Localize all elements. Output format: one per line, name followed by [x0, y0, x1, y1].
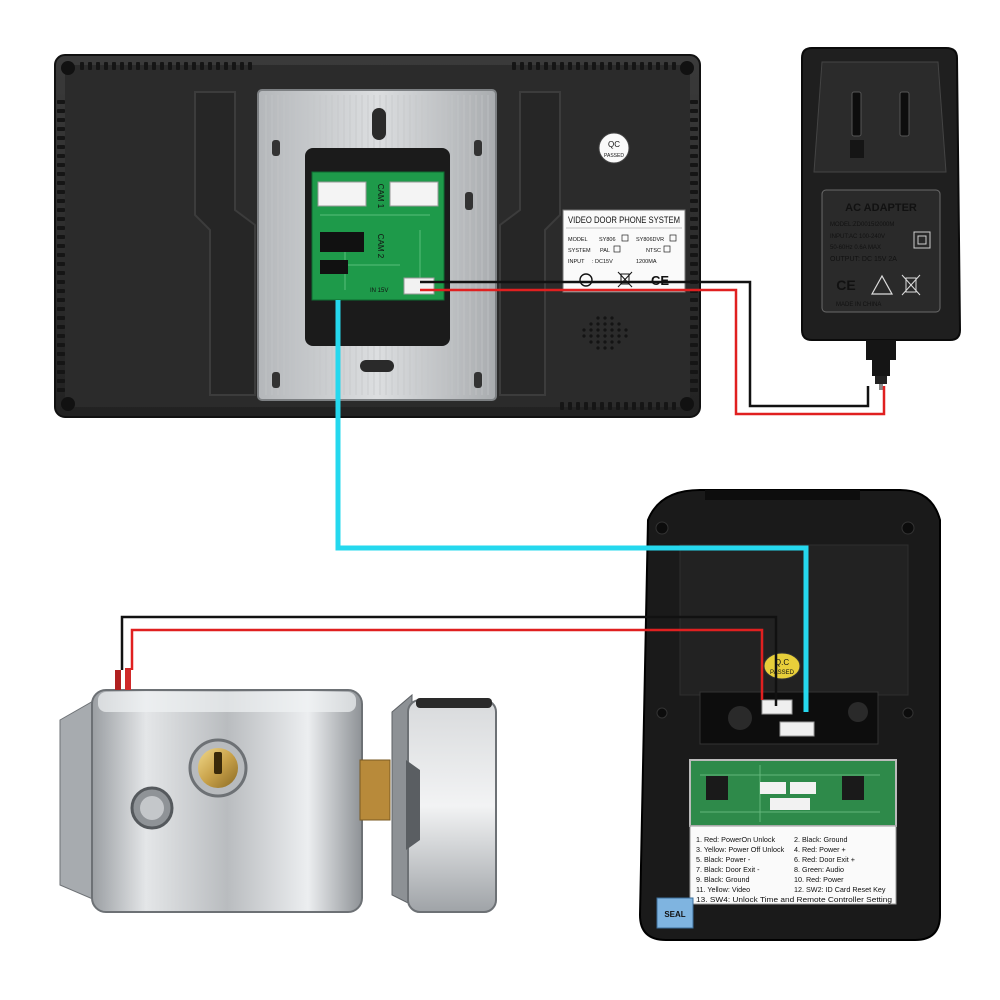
vent-slots-left [57, 100, 65, 392]
video-wire [335, 300, 809, 712]
svg-text:INPUT:AC 100-240V: INPUT:AC 100-240V [830, 234, 885, 240]
plug-prong-left [851, 91, 862, 137]
legend-item: 4. Red: Power + [794, 845, 846, 854]
vent-slots-right [690, 100, 698, 392]
legend-item: 10. Red: Power [794, 875, 844, 884]
ac-adapter: AC ADAPTER MODEL:ZD0015I2000M INPUT:AC 1… [801, 47, 962, 390]
svg-text:: DC15V: : DC15V [592, 259, 613, 265]
wiring-legend: 1. Red: PowerOn Unlock 2. Black: Ground … [689, 825, 897, 905]
svg-text:MODEL:ZD0015I2000M: MODEL:ZD0015I2000M [830, 222, 894, 228]
legend-item: 1. Red: PowerOn Unlock [696, 835, 776, 844]
svg-text:SY806DVR: SY806DVR [636, 237, 664, 243]
wires [120, 280, 886, 712]
outdoor-camera-unit: Q.C PASSED 1. Red: PowerOn Unlock 2. Bla… [638, 489, 941, 941]
legend-item: 13. SW4: Unlock Time and Remote Controll… [696, 895, 892, 904]
lock-wire-red [130, 628, 764, 700]
svg-text:AC ADAPTER: AC ADAPTER [845, 202, 917, 214]
cam1-label: CAM 1 [376, 184, 385, 209]
svg-text:NTSC: NTSC [646, 248, 661, 254]
svg-text:MADE IN CHINA: MADE IN CHINA [836, 302, 881, 308]
svg-text:1200MA: 1200MA [636, 259, 657, 265]
legend-item: 5. Black: Power - [696, 855, 751, 864]
svg-text:SY806: SY806 [599, 237, 616, 243]
legend-item: 9. Black: Ground [696, 875, 750, 884]
legend-item: 7. Black: Door Exit - [696, 865, 760, 874]
adapter-warning-icon [870, 274, 894, 295]
adapter-ce-mark: CE [836, 277, 855, 293]
legend-item: 2. Black: Ground [794, 835, 848, 844]
plug-prong-right [899, 91, 910, 137]
svg-text:OUTPUT: DC 15V 2A: OUTPUT: DC 15V 2A [830, 256, 897, 263]
svg-text:SEAL: SEAL [664, 910, 685, 919]
lock-wire-black [120, 615, 778, 706]
monitor-ce-mark: CE [651, 273, 669, 288]
monitor-pcb: CAM 1 CAM 2 IN 15V [311, 171, 445, 301]
monitor-qc-badge: QC PASSED [598, 132, 630, 164]
recycle-icon [579, 273, 593, 287]
svg-text:VIDEO DOOR PHONE SYSTEM: VIDEO DOOR PHONE SYSTEM [568, 215, 680, 225]
svg-text:PASSED: PASSED [604, 153, 624, 159]
cam2-label: CAM 2 [376, 234, 385, 259]
power-in-label: IN 15V [370, 288, 388, 294]
vent-slots-top [80, 62, 676, 410]
legend-item: 6. Red: Door Exit + [794, 855, 855, 864]
legend-item: 8. Green: Audio [794, 865, 844, 874]
legend-item: 11. Yellow: Video [696, 885, 750, 894]
svg-text:MODEL: MODEL [568, 237, 588, 243]
power-wire-red [420, 288, 886, 416]
monitor-spec-label: VIDEO DOOR PHONE SYSTEM MODEL SY806 SY80… [562, 209, 686, 293]
lock-strike-box [407, 699, 497, 913]
seal-sticker: SEAL [656, 897, 694, 929]
adapter-label: AC ADAPTER MODEL:ZD0015I2000M INPUT:AC 1… [821, 189, 941, 313]
svg-text:QC: QC [608, 140, 620, 149]
svg-text:Q.C: Q.C [775, 658, 789, 667]
legend-item: 3. Yellow: Power Off Unlock [696, 845, 785, 854]
svg-text:SYSTEM: SYSTEM [568, 248, 591, 254]
electric-lock [59, 668, 497, 913]
indoor-monitor: CAM 1 CAM 2 IN 15V QC PASSED VIDEO DOOR … [54, 54, 701, 418]
outdoor-pcb [689, 759, 897, 827]
double-insulation-icon [913, 231, 931, 249]
weee-bin-icon [617, 271, 633, 288]
adapter-weee-icon [901, 274, 921, 296]
legend-item: 12. SW2: ID Card Reset Key [794, 885, 886, 894]
svg-text:PAL: PAL [600, 248, 610, 254]
svg-text:PASSED: PASSED [770, 670, 795, 676]
outdoor-qc-badge: Q.C PASSED [763, 652, 801, 680]
speaker-grille [582, 316, 628, 350]
svg-text:INPUT: INPUT [568, 259, 585, 265]
power-wire-black [420, 280, 870, 408]
svg-text:50-60Hz 0.6A MAX: 50-60Hz 0.6A MAX [830, 245, 881, 251]
